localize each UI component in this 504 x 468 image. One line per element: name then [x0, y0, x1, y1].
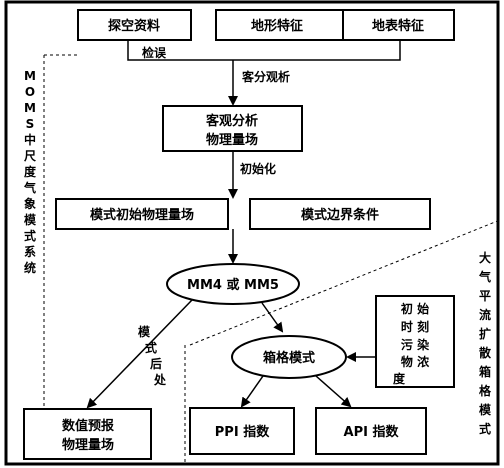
dixing-label: 地形特征 [251, 18, 303, 34]
moshi-chushi-label: 模式初始物理量场 [90, 207, 194, 223]
xiangge-ellipse [231, 335, 347, 379]
arrow-to-ppi [240, 375, 264, 408]
houchuli-char-1: 模 [138, 324, 151, 339]
left-side-label-char: 中 [24, 132, 36, 147]
keguan-line2: 物理量场 [206, 132, 258, 148]
left-side-label-char: 象 [24, 196, 36, 211]
chushi-line1: 初 始 [401, 301, 429, 316]
shuzhi-line1: 数值预报 [62, 418, 115, 434]
kefen-label: 客分观析 [241, 69, 290, 84]
right-side-label-char: 流 [479, 307, 491, 322]
right-side-label-char: 平 [479, 289, 491, 303]
api-label: API 指数 [344, 424, 400, 440]
left-side-label-char: 尺 [24, 149, 36, 163]
left-side-label-char: 度 [24, 164, 37, 179]
right-side-label-char: 散 [479, 345, 492, 360]
right-side-label-char: 气 [478, 269, 491, 284]
dibiao-box [342, 9, 455, 41]
chushi-line2: 时 刻 [401, 319, 429, 334]
left-side-label-char: 式 [24, 228, 36, 243]
tankong-label: 探空资料 [108, 18, 160, 34]
diagonal-dashed-boundary [189, 219, 501, 346]
mm-ellipse [166, 263, 300, 305]
outer-frame [4, 0, 500, 466]
ppi-label: PPI 指数 [215, 424, 270, 440]
houchuli-char-2: 式 [145, 340, 157, 355]
moshi-chushi-box [55, 198, 229, 230]
arrow-to-shuzhi [86, 299, 193, 409]
xiangge-label: 箱格模式 [263, 350, 315, 366]
arrow-to-api [315, 375, 352, 408]
right-side-label-char: 大 [479, 250, 491, 265]
houchuli-char-4: 处 [153, 372, 167, 387]
keguan-line1: 客观分析 [206, 113, 258, 129]
right-side-label-char: 箱 [479, 364, 491, 379]
merge-bracket [127, 40, 401, 61]
left-side-label-char: 统 [24, 260, 36, 275]
mm-label: MM4 或 MM5 [187, 277, 279, 293]
left-side-label-char: S [26, 117, 35, 131]
moshi-bianjie-label: 模式边界条件 [301, 207, 379, 223]
chushi-line5: 度 [393, 371, 406, 386]
chushi-line4: 物 浓 [401, 354, 430, 369]
shuzhi-line2: 物理量场 [62, 437, 114, 453]
right-side-label-char: 式 [479, 421, 491, 436]
dibiao-label: 地表特征 [372, 18, 424, 34]
api-box [315, 407, 427, 455]
chushi-box [375, 295, 455, 388]
chushihua-label: 初始化 [240, 161, 276, 176]
arrow-to-xiangge [261, 302, 284, 333]
jianwu-label: 检误 [142, 45, 167, 60]
ppi-box [189, 407, 295, 455]
left-side-label-char: M [24, 69, 36, 83]
right-side-label-char: 格 [479, 383, 492, 398]
left-side-label-char: 模 [24, 212, 37, 227]
shuzhi-box [23, 408, 152, 460]
houchuli-char-3: 后 [150, 356, 162, 371]
tankong-box [77, 9, 192, 41]
chushi-line3: 污 染 [401, 337, 430, 352]
left-side-label-char: 气 [23, 180, 36, 195]
right-side-label-char: 模 [479, 402, 492, 417]
moshi-bianjie-box [249, 198, 431, 230]
left-side-label-char: O [25, 85, 35, 99]
left-side-label-char: 系 [24, 244, 36, 259]
left-side-label-char: M [24, 101, 36, 115]
right-side-label-char: 扩 [479, 326, 491, 341]
